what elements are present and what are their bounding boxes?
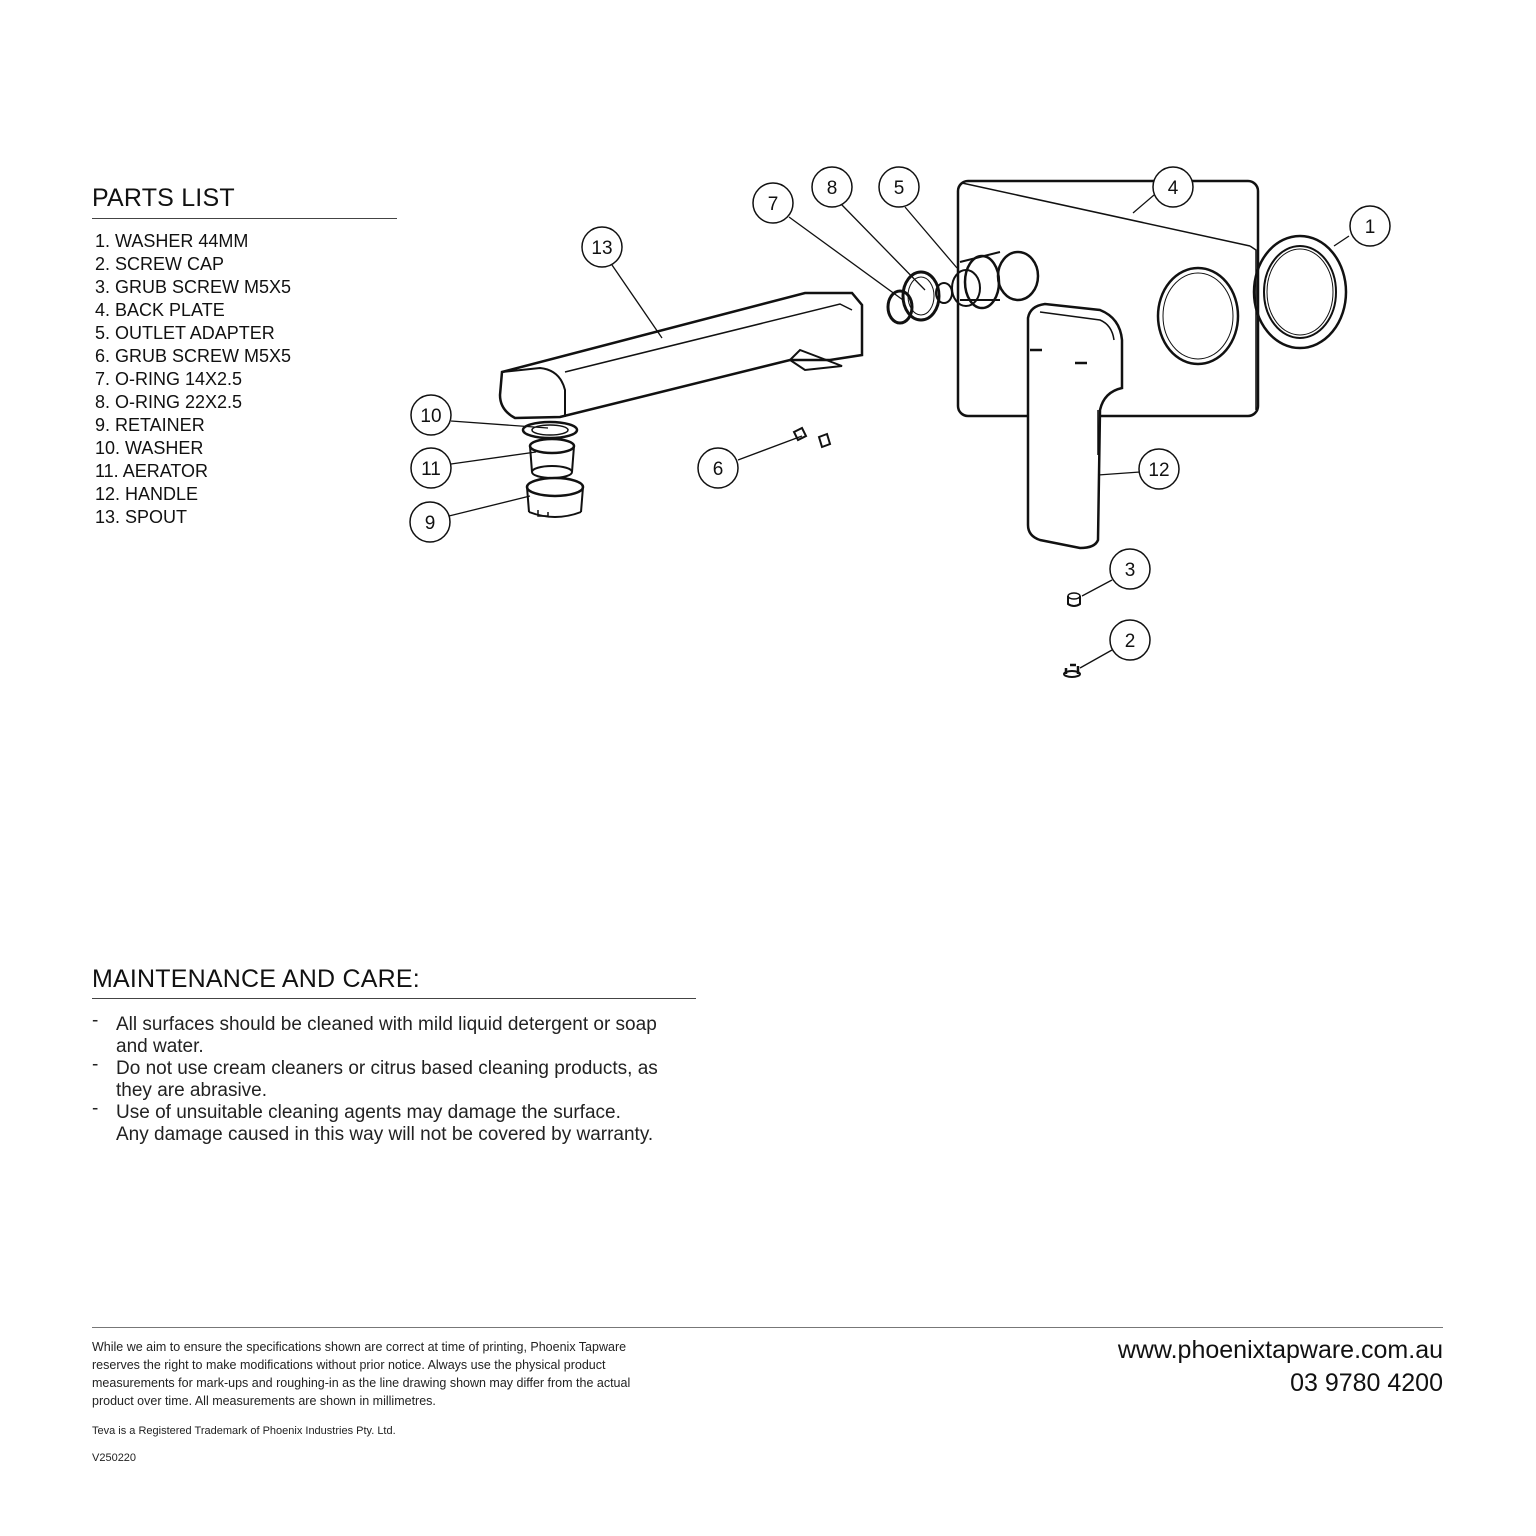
website-link[interactable]: www.phoenixtapware.com.au bbox=[1117, 1336, 1443, 1364]
callout-number: 3 bbox=[1125, 560, 1136, 581]
spout-drawing bbox=[498, 291, 864, 420]
callout-number: 11 bbox=[421, 459, 441, 480]
parts-list: 1. WASHER 44MM 2. SCREW CAP 3. GRUB SCRE… bbox=[95, 230, 291, 529]
maintenance-item-line: Any damage caused in this way will not b… bbox=[116, 1124, 654, 1145]
part-item: 12. HANDLE bbox=[95, 484, 199, 504]
maintenance-title: MAINTENANCE AND CARE: bbox=[92, 965, 420, 993]
part-item: 5. OUTLET ADAPTER bbox=[95, 323, 275, 343]
footer-disclaimer: While we aim to ensure the specification… bbox=[92, 1338, 732, 1410]
callout-number: 10 bbox=[420, 406, 441, 427]
maintenance-item-line: Do not use cream cleaners or citrus base… bbox=[116, 1058, 658, 1079]
phone-number: 03 9780 4200 bbox=[1290, 1369, 1443, 1397]
part-item: 9. RETAINER bbox=[95, 415, 205, 435]
parts-list-rule bbox=[92, 218, 397, 219]
callout-9: 9 bbox=[409, 501, 451, 543]
callout-13: 13 bbox=[581, 226, 623, 268]
aerator-assembly-drawing bbox=[521, 420, 585, 518]
part-item: 10. WASHER bbox=[95, 438, 204, 458]
callout-number: 4 bbox=[1168, 178, 1179, 199]
disclaimer-line: reserves the right to make modifications… bbox=[92, 1358, 606, 1372]
part-item: 1. WASHER 44MM bbox=[95, 231, 249, 251]
callout-10: 10 bbox=[410, 394, 452, 436]
footer-trademark: Teva is a Registered Trademark of Phoeni… bbox=[92, 1425, 396, 1437]
callout-number: 13 bbox=[591, 238, 612, 259]
callout-number: 8 bbox=[827, 178, 838, 199]
part-item: 11. AERATOR bbox=[95, 461, 209, 481]
callout-5: 5 bbox=[878, 166, 920, 208]
callout-11: 11 bbox=[410, 447, 452, 489]
part-item: 4. BACK PLATE bbox=[95, 300, 225, 320]
washer-44mm-drawing bbox=[1252, 234, 1348, 350]
callout-7: 7 bbox=[752, 182, 794, 224]
exploded-diagram: 1 2 3 4 5 6 7 8 9 10 11 12 bbox=[409, 166, 1391, 678]
part-item: 6. GRUB SCREW M5X5 bbox=[95, 346, 292, 366]
bullet-dash: - bbox=[92, 1098, 99, 1119]
part-item: 2. SCREW CAP bbox=[95, 254, 225, 274]
callout-number: 7 bbox=[768, 194, 779, 215]
part-item: 7. O-RING 14X2.5 bbox=[95, 369, 243, 389]
maintenance-rule bbox=[92, 998, 696, 999]
callout-number: 5 bbox=[894, 178, 905, 199]
callout-6: 6 bbox=[697, 447, 739, 489]
disclaimer-line: product over time. All measurements are … bbox=[92, 1394, 436, 1408]
callout-8: 8 bbox=[811, 166, 853, 208]
callout-number: 6 bbox=[713, 459, 724, 480]
part-item: 13. SPOUT bbox=[95, 507, 188, 527]
footer-rule bbox=[92, 1327, 1443, 1328]
bullet-dash: - bbox=[92, 1010, 99, 1031]
parts-list-title: PARTS LIST bbox=[92, 184, 235, 212]
handle-drawing bbox=[1026, 302, 1124, 550]
grub-screw-3-drawing bbox=[1067, 592, 1081, 607]
part-item: 8. O-RING 22X2.5 bbox=[95, 392, 243, 412]
maintenance-item-line: they are abrasive. bbox=[116, 1080, 268, 1101]
callout-number: 12 bbox=[1148, 460, 1169, 481]
callout-4: 4 bbox=[1152, 166, 1194, 208]
maintenance-item-line: All surfaces should be cleaned with mild… bbox=[116, 1014, 657, 1035]
disclaimer-line: While we aim to ensure the specification… bbox=[92, 1340, 627, 1354]
screw-cap-drawing bbox=[1063, 663, 1081, 678]
leader-lines bbox=[448, 194, 1350, 669]
maintenance-item-line: and water. bbox=[116, 1036, 204, 1057]
o-rings-drawing bbox=[886, 270, 941, 325]
callout-number: 1 bbox=[1365, 217, 1376, 238]
maintenance-item: - All surfaces should be cleaned with mi… bbox=[92, 1010, 712, 1058]
maintenance-item-line: Use of unsuitable cleaning agents may da… bbox=[116, 1102, 621, 1123]
maintenance-item: - Use of unsuitable cleaning agents may … bbox=[92, 1098, 712, 1146]
callout-1: 1 bbox=[1349, 205, 1391, 247]
callout-3: 3 bbox=[1109, 548, 1151, 590]
callout-number: 9 bbox=[425, 513, 436, 534]
maintenance-list: - All surfaces should be cleaned with mi… bbox=[92, 1010, 712, 1146]
callout-12: 12 bbox=[1138, 448, 1180, 490]
outlet-adapter-drawing bbox=[935, 250, 1040, 310]
disclaimer-line: measurements for mark-ups and roughing-i… bbox=[92, 1376, 631, 1390]
callout-2: 2 bbox=[1109, 619, 1151, 661]
footer-version: V250220 bbox=[92, 1452, 137, 1464]
bullet-dash: - bbox=[92, 1054, 99, 1075]
callout-number: 2 bbox=[1125, 631, 1136, 652]
part-item: 3. GRUB SCREW M5X5 bbox=[95, 277, 292, 297]
maintenance-item: - Do not use cream cleaners or citrus ba… bbox=[92, 1054, 712, 1102]
